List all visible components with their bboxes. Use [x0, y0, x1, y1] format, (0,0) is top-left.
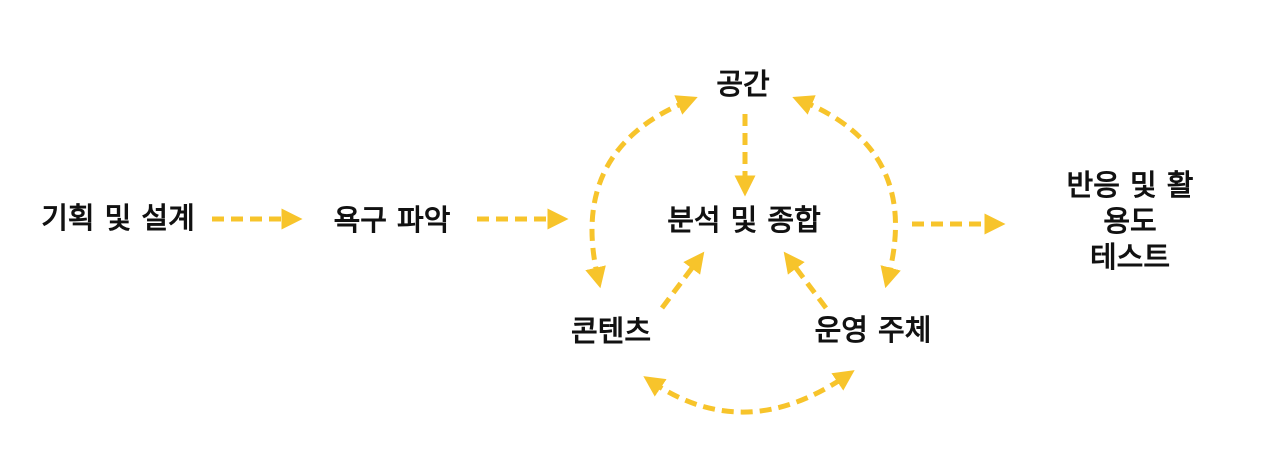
node-test-line-1: 반응 및 활용도 — [1066, 168, 1194, 238]
node-test-line-2: 테스트 — [1089, 240, 1171, 274]
node-contents: 콘텐츠 — [570, 314, 652, 348]
node-planning: 기획 및 설계 — [41, 201, 195, 235]
arrow-contents-operator — [643, 370, 855, 415]
node-needs: 욕구 파악 — [333, 203, 451, 237]
node-space: 공간 — [716, 67, 770, 101]
node-test: 반응 및 활용도 테스트 — [1055, 167, 1205, 275]
node-analysis: 분석 및 종합 — [667, 203, 821, 237]
arrow-operator-to-analysis — [783, 251, 828, 310]
arrow-contents-to-analysis — [660, 251, 705, 310]
arrow-space-contents — [585, 95, 698, 289]
node-operator: 운영 주체 — [814, 313, 932, 347]
arrow-space-operator — [792, 95, 901, 289]
